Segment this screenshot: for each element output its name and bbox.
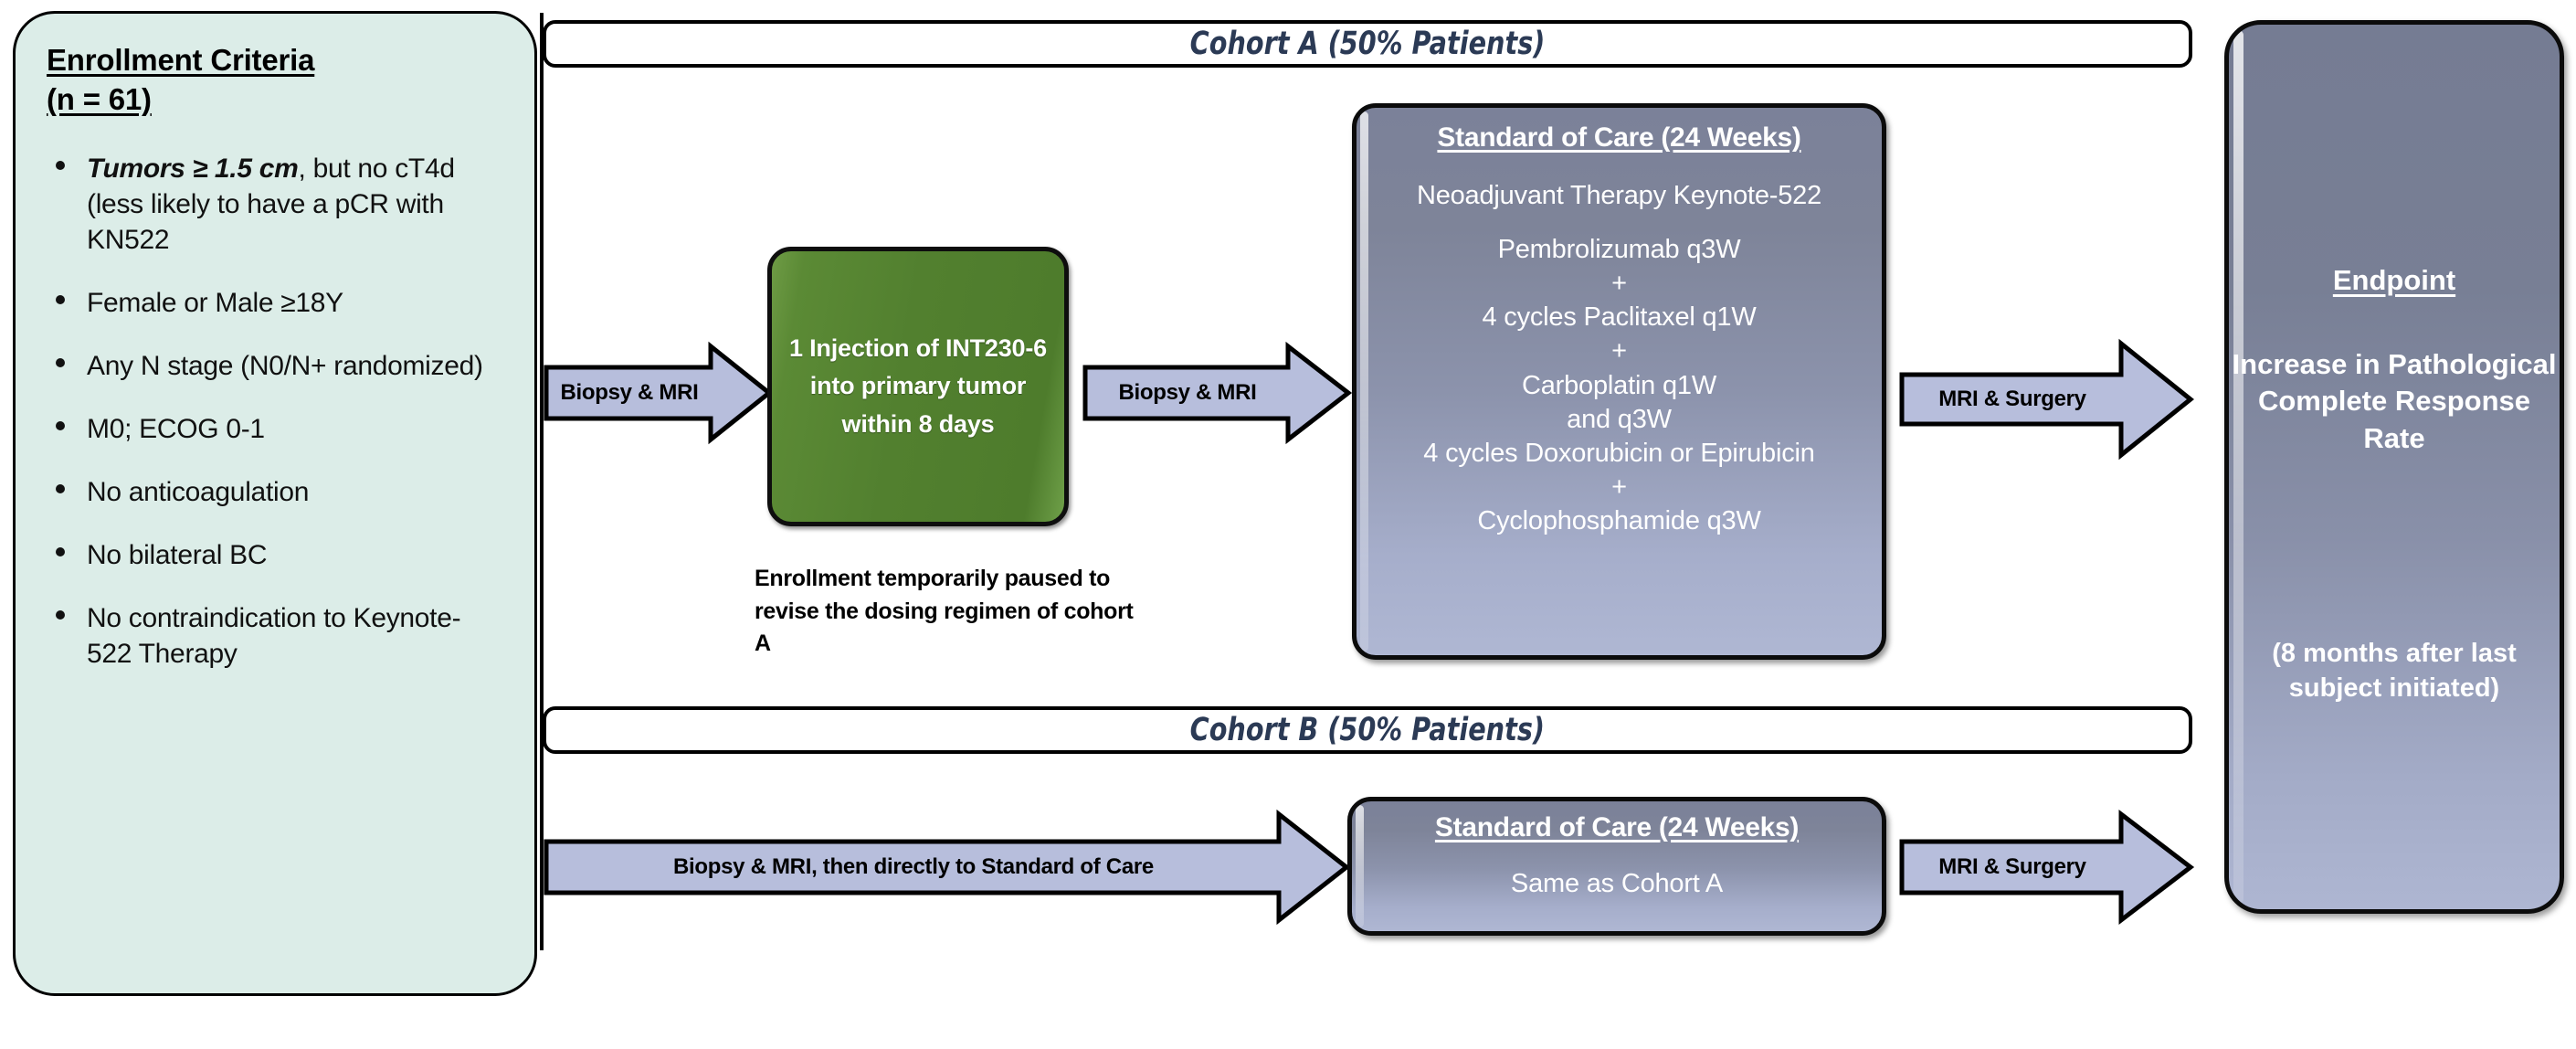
arrow-label-mri-surgery-a: MRI & Surgery <box>1938 387 2086 411</box>
bullet-icon <box>56 546 65 556</box>
enrollment-criteria-list: Tumors ≥ 1.5 cm, but no cT4d (less likel… <box>47 151 503 672</box>
soc-b-title: Standard of Care (24 Weeks) <box>1434 812 1800 842</box>
arrow-label-mri-surgery-b: MRI & Surgery <box>1938 854 2086 879</box>
bullet-icon <box>56 294 65 304</box>
enrollment-title: Enrollment Criteria (n = 61) <box>47 41 503 120</box>
endpoint-main-text: Increase in Pathological Complete Respon… <box>2232 348 2557 454</box>
criteria-text: Any N stage (N0/N+ randomized) <box>87 350 483 381</box>
criteria-text: , but no cT4d (less likely to have a pCR… <box>87 153 455 255</box>
soc-a-body: Neoadjuvant Therapy Keynote-522 Pembroli… <box>1373 179 1865 538</box>
arrow-label-biopsy-mri-1: Biopsy & MRI <box>560 380 699 405</box>
arrow-label-cohort-b-direct: Biopsy & MRI, then directly to Standard … <box>673 854 1154 879</box>
soc-a-line6: 4 cycles Doxorubicin or Epirubicin <box>1423 438 1815 468</box>
bullet-icon <box>56 357 65 367</box>
arrow-shape-icon <box>1899 338 2194 461</box>
list-item: No contraindication to Keynote-522 Thera… <box>47 600 503 672</box>
criteria-text: No contraindication to Keynote-522 Thera… <box>87 602 461 669</box>
list-item: Tumors ≥ 1.5 cm, but no cT4d (less likel… <box>47 151 503 258</box>
soc-a-line4: Carboplatin q1W <box>1522 370 1716 400</box>
standard-of-care-box-b: Standard of Care (24 Weeks) Same as Coho… <box>1347 797 1886 936</box>
arrow-shape-icon <box>544 809 1351 926</box>
arrow-shape-icon <box>1899 809 2195 926</box>
arrow-cohort-b-direct: Biopsy & MRI, then directly to Standard … <box>544 809 1351 926</box>
criteria-emphasis: Tumors ≥ 1.5 cm <box>87 153 299 184</box>
enrollment-pause-note: Enrollment temporarily paused to revise … <box>755 566 1134 656</box>
soc-b-body: Same as Cohort A <box>1510 869 1724 898</box>
soc-a-plus2: + <box>1611 336 1627 366</box>
criteria-text: No anticoagulation <box>87 476 310 507</box>
soc-a-line7: Cyclophosphamide q3W <box>1477 505 1761 535</box>
criteria-text: Female or Male ≥18Y <box>87 287 343 318</box>
arrow-biopsy-mri-1: Biopsy & MRI <box>544 341 774 445</box>
bullet-icon <box>56 609 65 620</box>
soc-a-spacer <box>1373 213 1865 233</box>
list-item: Female or Male ≥18Y <box>47 285 503 321</box>
arrow-mri-surgery-b: MRI & Surgery <box>1899 809 2195 926</box>
arrow-mri-surgery-a: MRI & Surgery <box>1899 338 2194 461</box>
standard-of-care-box-a: Standard of Care (24 Weeks) Neoadjuvant … <box>1352 103 1886 660</box>
endpoint-title: Endpoint <box>2332 264 2456 296</box>
soc-a-plus3: + <box>1611 472 1627 502</box>
enrollment-title-line2: (n = 61) <box>47 81 152 116</box>
injection-box: 1 Injection of INT230-6 into primary tum… <box>767 247 1069 526</box>
soc-a-line3: 4 cycles Paclitaxel q1W <box>1482 302 1757 333</box>
endpoint-box: Endpoint Increase in Pathological Comple… <box>2224 20 2564 914</box>
list-item: Any N stage (N0/N+ randomized) <box>47 348 503 384</box>
vertical-divider <box>540 13 544 950</box>
soc-a-line1: Neoadjuvant Therapy Keynote-522 <box>1416 181 1822 210</box>
list-item: No anticoagulation <box>47 474 503 510</box>
cohort-b-header: Cohort B (50% Patients) <box>543 706 2192 754</box>
arrow-label-biopsy-mri-2: Biopsy & MRI <box>1118 380 1257 405</box>
bullet-icon <box>56 483 65 493</box>
enrollment-criteria-panel: Enrollment Criteria (n = 61) Tumors ≥ 1.… <box>13 11 537 996</box>
list-item: M0; ECOG 0-1 <box>47 411 503 447</box>
soc-a-plus1: + <box>1611 269 1627 299</box>
enrollment-title-line1: Enrollment Criteria <box>47 43 315 77</box>
cohort-a-header-label: Cohort A (50% Patients) <box>1189 26 1546 62</box>
criteria-text: M0; ECOG 0-1 <box>87 413 265 444</box>
bullet-icon <box>56 420 65 430</box>
soc-a-line2: Pembrolizumab q3W <box>1497 235 1741 265</box>
list-item: No bilateral BC <box>47 537 503 573</box>
arrow-shape-icon <box>544 341 774 445</box>
cohort-b-header-label: Cohort B (50% Patients) <box>1189 712 1546 748</box>
soc-a-line5: and q3W <box>1567 404 1672 434</box>
bullet-icon <box>56 160 65 170</box>
cohort-a-header: Cohort A (50% Patients) <box>543 20 2192 68</box>
criteria-text: No bilateral BC <box>87 539 268 570</box>
soc-a-title: Standard of Care (24 Weeks) <box>1437 122 1801 153</box>
endpoint-note: (8 months after last subject initiated) <box>2272 639 2517 703</box>
arrow-biopsy-mri-2: Biopsy & MRI <box>1082 341 1353 445</box>
arrow-shape-icon <box>1082 341 1353 445</box>
injection-text: 1 Injection of INT230-6 into primary tum… <box>789 334 1047 438</box>
